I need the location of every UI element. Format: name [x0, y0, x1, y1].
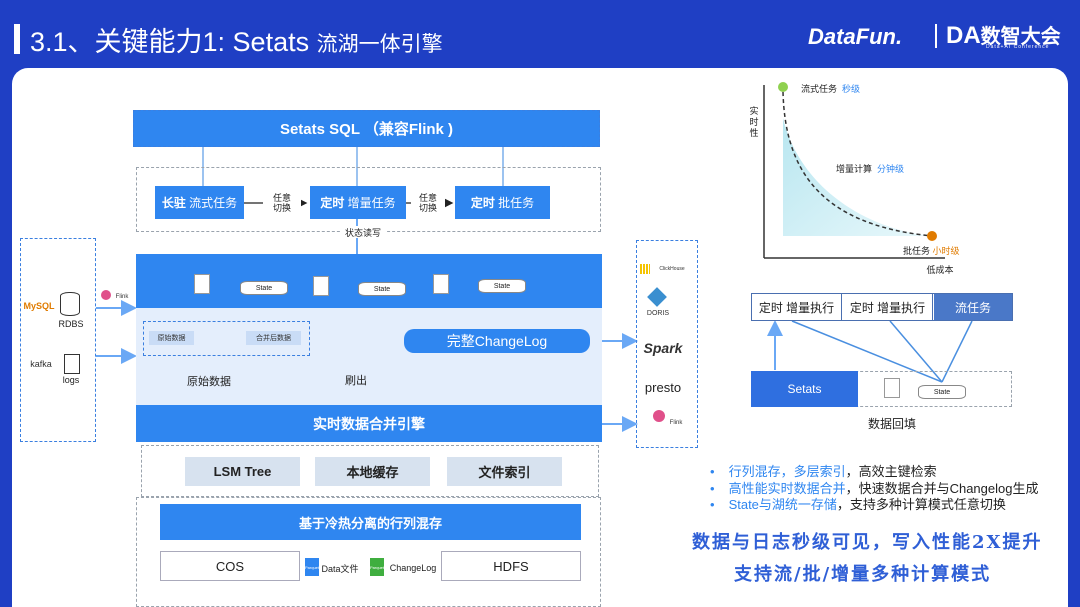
low-cost-axis-label: 低成本: [926, 264, 954, 275]
merge-inner-frame: [143, 321, 310, 356]
state-store-3: State: [478, 279, 526, 293]
scheduled-incremental-task: 定时 增量任务: [310, 186, 406, 219]
flink-icon: [653, 410, 665, 422]
data-file-label: Data文件: [321, 563, 359, 574]
spark-logo: Spark: [643, 340, 683, 356]
clickhouse-icon: [640, 264, 650, 274]
local-cache: 本地缓存: [315, 457, 430, 486]
title-accent-bar: [14, 24, 20, 54]
setats-box: Setats: [751, 371, 858, 407]
flush-label: 刷出: [345, 375, 367, 387]
feature-bullet-1: •行列混存，多层索引，高效主键检索: [710, 464, 937, 479]
file-icon: [433, 274, 449, 294]
batch-task-label: 批任务 小时级: [903, 246, 960, 256]
longrun-stream-task: 长驻 流式任务: [155, 186, 244, 219]
logs-label: logs: [62, 375, 80, 385]
merged-data-box: 合并后数据: [246, 331, 301, 345]
file-index: 文件索引: [447, 457, 562, 486]
stream-task-label: 流式任务 秒级: [801, 84, 861, 94]
scheduled-batch-task: 定时 批任务: [455, 186, 550, 219]
switch-label-1: 任意 切换: [263, 192, 301, 214]
flink-sink-label: Flink: [669, 420, 683, 426]
hot-cold-storage-bar: 基于冷热分离的行列混存: [160, 504, 581, 540]
sinks-frame: [636, 240, 698, 448]
incremental-label: 增量计算 分钟级: [836, 164, 905, 174]
setats-sql-bar: Setats SQL （兼容Flink ): [133, 110, 600, 147]
full-changelog-pipe: 完整ChangeLog: [404, 329, 590, 353]
exec-cell-incremental-1: 定时 增量执行: [752, 294, 842, 320]
file-icon: [884, 378, 900, 398]
data-backfill-label: 数据回填: [867, 416, 916, 431]
feature-bullet-2: •高性能实时数据合并，快速数据合并与Changelog生成: [710, 481, 1039, 496]
raw-data-box: 原始数据: [149, 331, 194, 345]
hdfs-storage: HDFS: [441, 551, 581, 581]
merge-area: [136, 308, 602, 405]
file-icon: [313, 276, 329, 296]
flink-icon: [101, 290, 111, 300]
sources-frame: [20, 238, 96, 442]
datafun-logo: DataFun.: [808, 24, 903, 49]
log-file-icon: [64, 354, 80, 374]
exec-cell-incremental-2: 定时 增量执行: [843, 294, 933, 320]
da-logo: DA数智大会: [946, 22, 1061, 49]
changelog-file-label: ChangeLog: [389, 563, 437, 573]
exec-cell-stream: 流任务: [934, 294, 1012, 320]
database-icon: [60, 292, 80, 316]
lsm-tree: LSM Tree: [185, 457, 300, 486]
kafka-logo: kafka: [30, 359, 52, 369]
state-store-1: State: [240, 281, 288, 295]
flink-label: Flink: [115, 294, 129, 300]
realtime-merge-engine: 实时数据合并引擎: [136, 405, 602, 442]
feature-bullet-3: •State与湖统一存储，支持多种计算模式任意切换: [710, 497, 1006, 512]
doris-label: DORIS: [646, 310, 670, 317]
presto-logo: presto: [644, 379, 682, 395]
parquet-icon: Parquet: [370, 558, 384, 576]
clickhouse-label: ClickHouse: [659, 266, 685, 272]
components-frame: [141, 445, 599, 497]
rdbs-label: RDBS: [58, 319, 84, 329]
slogan-line-2: 支持流/批/增量多种计算模式: [734, 564, 992, 585]
switch-label-2: 任意 切换: [411, 192, 445, 214]
realtime-axis-label: 实 时 性: [749, 105, 759, 138]
logo-divider: [935, 24, 937, 48]
state-rw-label: 状态读写: [340, 226, 386, 238]
slogan-line-1: 数据与日志秒级可见，写入性能2X提升: [692, 532, 1043, 553]
backfill-state-store: State: [918, 385, 966, 399]
raw-data-label: 原始数据: [187, 376, 231, 388]
state-store-2: State: [358, 282, 406, 296]
file-icon: [194, 274, 210, 294]
mysql-logo: MySQL: [23, 301, 55, 311]
da-logo-subtitle: Data+AI Conference: [986, 44, 1050, 50]
parquet-icon: Parquet: [305, 558, 319, 576]
cos-storage: COS: [160, 551, 300, 581]
page-title: 3.1、关键能力1: Setats 流湖一体引擎: [30, 27, 443, 57]
